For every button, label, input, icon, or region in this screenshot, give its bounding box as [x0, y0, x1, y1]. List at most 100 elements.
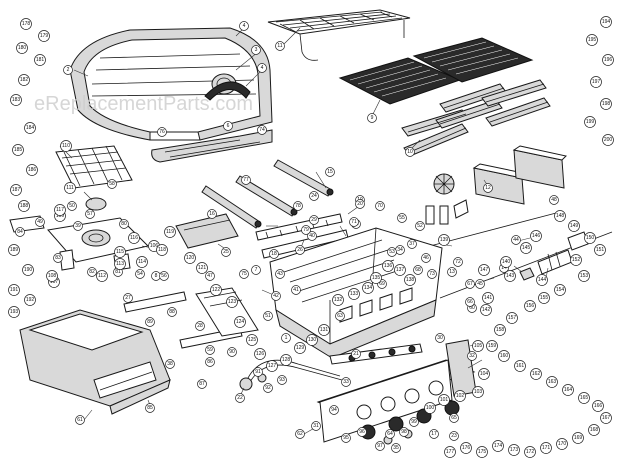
callout-c169: 169: [572, 432, 584, 444]
callout-c86: 86: [205, 357, 215, 367]
callout-c154: 154: [554, 284, 566, 296]
callout-label: 148: [556, 213, 565, 219]
callout-circle: [438, 234, 450, 246]
callout-label: 2: [67, 67, 70, 73]
callout-label: 133: [350, 291, 359, 297]
callout-circle: [382, 260, 394, 272]
callout-c76: 76: [157, 127, 167, 137]
callout-c181: 181: [34, 54, 46, 66]
callout-label: 41: [293, 287, 299, 293]
callout-circle: [235, 393, 245, 403]
callout-c118: 118: [156, 244, 168, 256]
callout-circle: [332, 294, 344, 306]
callout-circle: [16, 42, 28, 54]
callout-c48: 48: [549, 195, 559, 205]
callout-circle: [87, 267, 97, 277]
callout-c158: 158: [494, 324, 506, 336]
callout-label: 181: [36, 57, 45, 63]
callout-c161: 161: [514, 360, 526, 372]
callout-label: 3: [255, 47, 258, 53]
callout-circle: [46, 270, 58, 282]
callout-c56: 56: [159, 271, 169, 281]
callout-c101: 101: [438, 394, 450, 406]
callout-c160: 160: [498, 350, 510, 362]
callout-circle: [602, 134, 614, 146]
callout-label: 80: [121, 221, 127, 227]
callout-c51: 51: [263, 311, 273, 321]
callout-circle: [246, 334, 258, 346]
callout-label: 91: [255, 369, 261, 375]
callout-label: 76: [159, 129, 165, 135]
callout-circle: [207, 209, 217, 219]
callout-label: 37: [409, 241, 415, 247]
callout-circle: [22, 264, 34, 276]
callout-c12: 12: [483, 183, 493, 193]
callout-c33: 33: [341, 377, 351, 387]
callout-c185: 185: [12, 144, 24, 156]
callout-circle: [18, 74, 30, 86]
callout-circle: [75, 415, 85, 425]
callout-c139: 139: [438, 234, 450, 246]
callout-label: 85: [147, 405, 153, 411]
callout-circle: [530, 230, 542, 242]
callout-circle: [107, 179, 117, 189]
callout-circle: [375, 201, 385, 211]
callout-c148: 148: [554, 210, 566, 222]
callout-label: 20: [357, 201, 363, 207]
callout-label: 187: [12, 187, 21, 193]
callout-circle: [391, 443, 401, 453]
callout-label: 39: [75, 223, 81, 229]
callout-label: 106: [150, 243, 159, 249]
callout-circle: [465, 279, 475, 289]
callout-circle: [64, 182, 76, 194]
callout-c21: 21: [351, 349, 361, 359]
callout-c49: 49: [35, 217, 45, 227]
callout-circle: [341, 433, 351, 443]
callout-label: 89: [147, 319, 153, 325]
callout-label: 180: [18, 45, 27, 51]
callout-c178: 178: [20, 18, 32, 30]
callout-label: 74: [259, 127, 265, 133]
callout-label: 131: [320, 327, 329, 333]
callout-label: 4: [243, 23, 246, 29]
callout-circle: [413, 265, 423, 275]
callout-c31: 31: [311, 421, 321, 431]
callout-c22: 22: [235, 393, 245, 403]
callout-label: 92: [265, 385, 271, 391]
callout-label: 28: [197, 323, 203, 329]
callout-c5: 4: [257, 63, 267, 73]
callout-label: 7: [255, 267, 258, 273]
callout-circle: [483, 183, 493, 193]
callout-label: 38: [167, 361, 173, 367]
callout-circle: [351, 349, 361, 359]
callout-c61: 61: [75, 415, 85, 425]
callout-circle: [275, 269, 285, 279]
callout-label: 95: [343, 435, 349, 441]
callout-circle: [460, 442, 472, 454]
callout-circle: [15, 227, 25, 237]
callout-c196: 196: [602, 54, 614, 66]
callout-c145: 145: [520, 242, 532, 254]
callout-c62: 62: [295, 429, 305, 439]
callout-c153: 153: [578, 270, 590, 282]
callout-c150: 150: [584, 232, 596, 244]
callout-label: 26: [297, 247, 303, 253]
callout-c52: 52: [415, 221, 425, 231]
callout-c45: 45: [475, 279, 485, 289]
callout-label: 162: [532, 371, 541, 377]
callout-c194: 194: [600, 16, 612, 28]
callout-c65: 65: [449, 413, 459, 423]
callout-c17: 17: [429, 429, 439, 439]
callout-label: 10: [407, 149, 413, 155]
callout-label: 113: [116, 261, 124, 267]
callout-label: 164: [564, 387, 573, 393]
callout-label: 67: [467, 281, 473, 287]
callout-label: 44: [513, 237, 519, 243]
callout-label: 136: [384, 263, 393, 269]
callout-circle: [600, 98, 612, 110]
callout-c99: 99: [409, 417, 419, 427]
callout-circle: [184, 252, 196, 264]
callout-circle: [486, 340, 498, 352]
callout-label: 152: [572, 257, 581, 263]
callout-c28: 28: [195, 321, 205, 331]
